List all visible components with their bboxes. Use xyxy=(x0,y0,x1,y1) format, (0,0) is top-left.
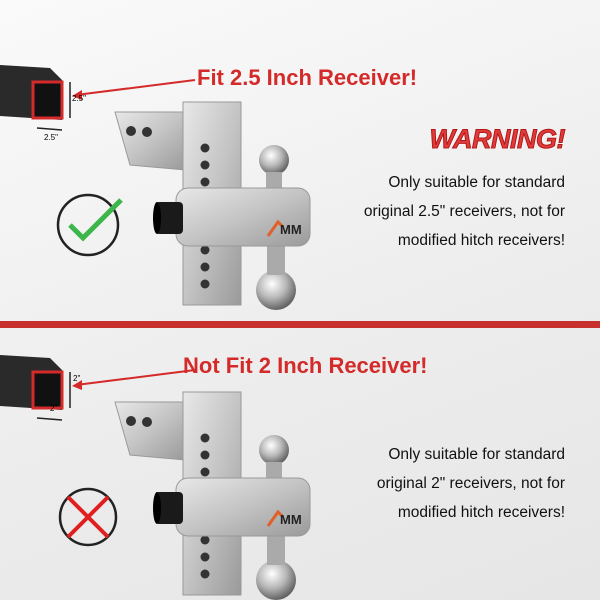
logo: MM xyxy=(280,222,302,237)
bottom-line-3: modified hitch receivers! xyxy=(397,504,565,521)
bottom-line-1: Only suitable for standard xyxy=(388,446,565,463)
top-line-1: Only suitable for standard xyxy=(388,174,565,191)
bottom-dim-width: 2" xyxy=(50,404,58,413)
bottom-line-2: original 2" receivers, not for xyxy=(376,475,565,492)
top-title: Fit 2.5 Inch Receiver! xyxy=(197,65,418,90)
top-line-2: original 2.5" receivers, not for xyxy=(363,203,565,220)
top-dim-width: 2.5" xyxy=(44,133,58,142)
bottom-dim-height: 2" xyxy=(73,374,81,383)
top-dim-height: 2.5" xyxy=(72,94,86,103)
red-x-icon xyxy=(58,487,118,547)
warning-heading: WARNING! xyxy=(429,124,566,155)
green-check-icon xyxy=(56,193,123,257)
logo-bottom: MM xyxy=(280,512,302,527)
section-divider xyxy=(0,321,600,328)
top-line-3: modified hitch receivers! xyxy=(397,232,565,249)
bottom-title: Not Fit 2 Inch Receiver! xyxy=(183,353,428,378)
